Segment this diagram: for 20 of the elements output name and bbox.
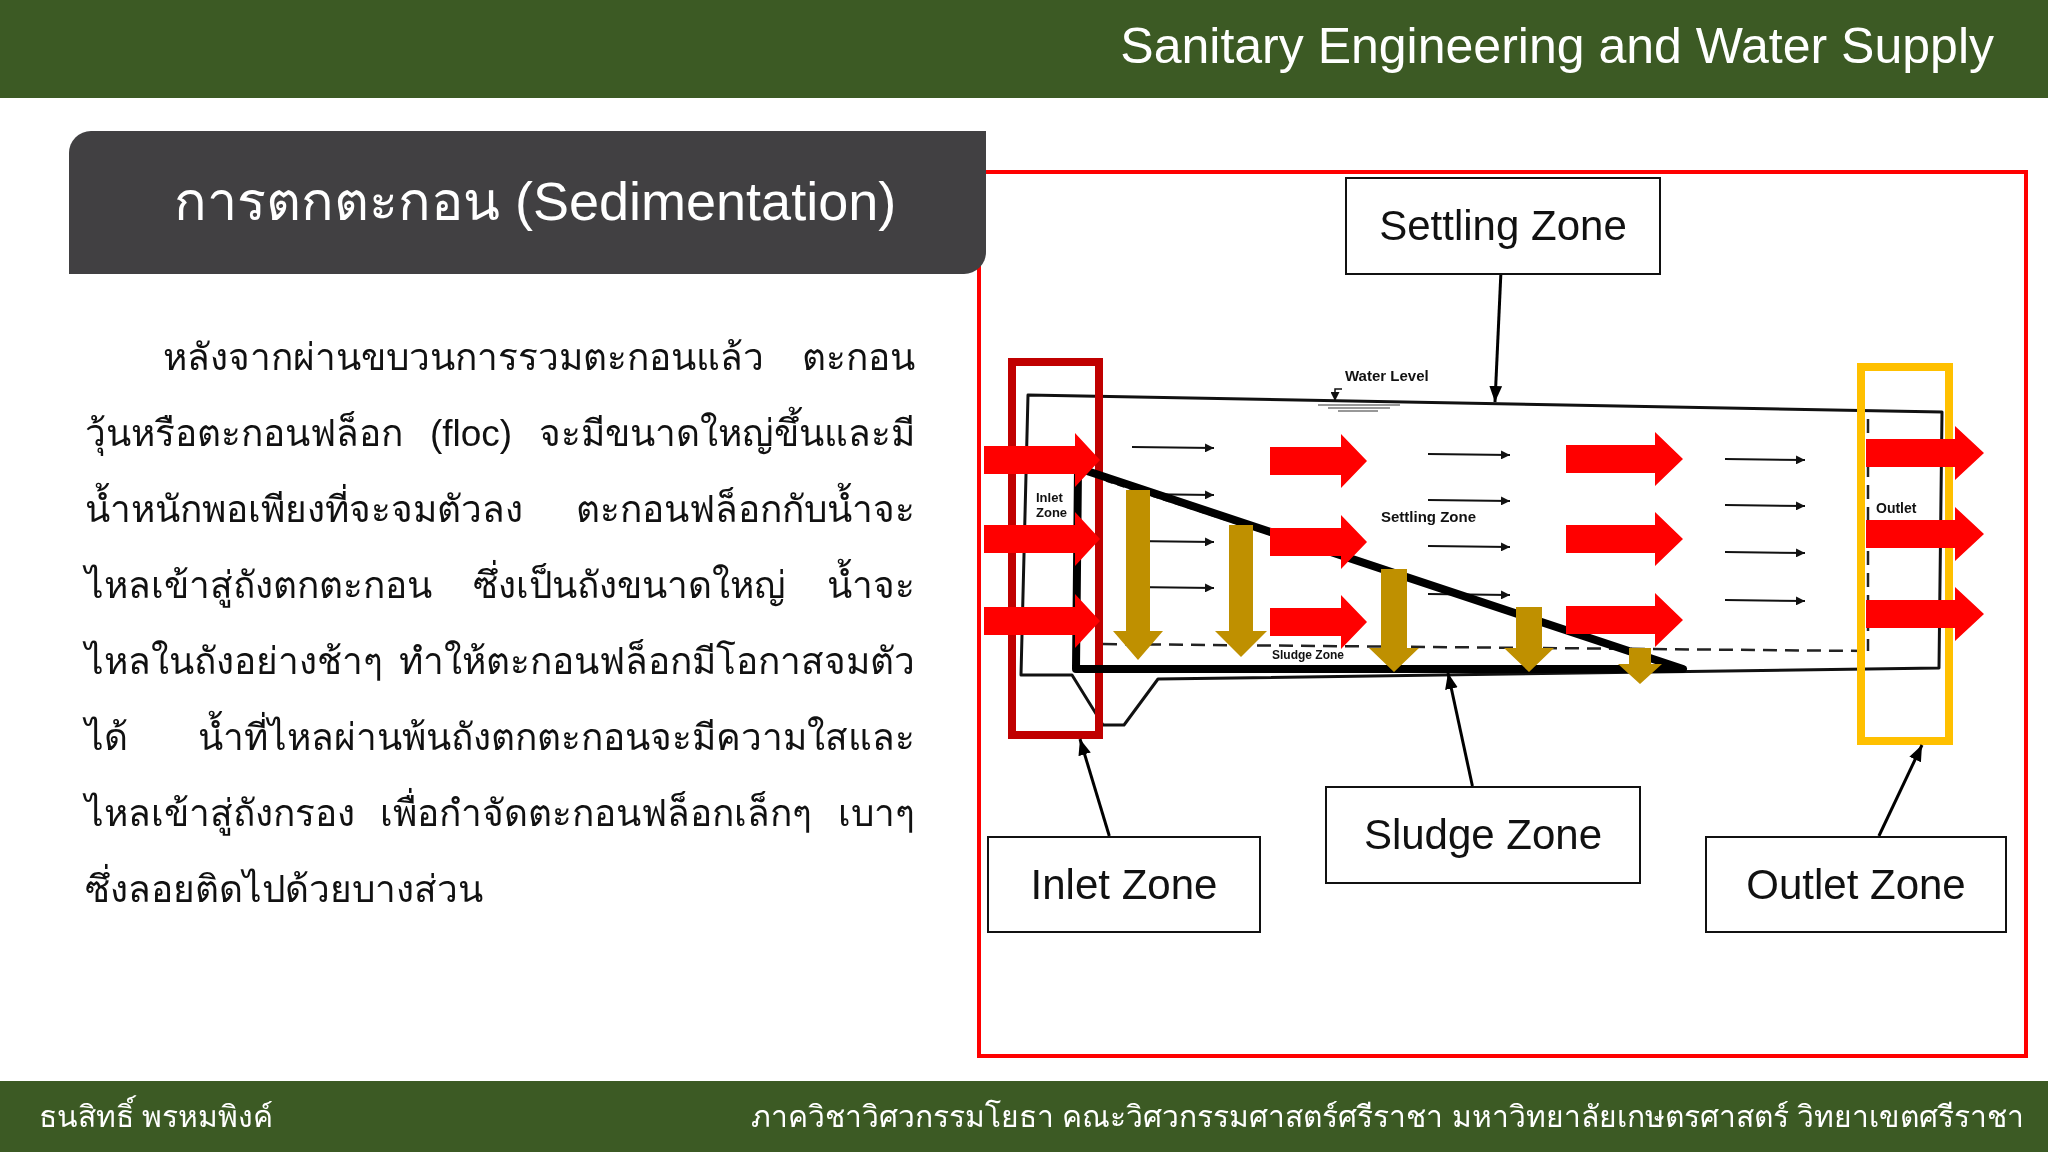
callout-box [1325,786,1641,884]
callout-box [1345,177,1661,275]
leader-line [1877,744,1924,837]
drawing-label: Outlet [1876,500,1917,516]
callout-label: Inlet Zone [1030,859,1218,910]
department-name: ภาควิชาวิศวกรรมโยธา คณะวิศวกรรมศาสตร์ศรีราชา มหาวิทยาลัยเกษตรศาสตร์ วิทยาเขตศรีราชา [751,1098,2024,1135]
leader-line [1489,274,1503,403]
callout-label: Settling Zone [1379,201,1627,251]
drawing-label: Water Level [1345,367,1429,385]
course-title: Sanitary Engineering and Water Supply [1120,17,1994,76]
callout-box [1705,836,2007,933]
drawing-label: Settling Zone [1381,508,1476,526]
drawing-label: Inlet Zone [1036,490,1068,520]
callout-label: Sludge Zone [1363,810,1603,860]
callout-label: Outlet Zone [1746,859,1966,910]
slide-title: การตกตะกอน (Sedimentation) [174,170,897,233]
leader-line [1078,738,1111,837]
leader-line [1445,672,1474,787]
callout-box [987,836,1261,933]
drawing-label: Sludge Zone [1272,649,1344,662]
